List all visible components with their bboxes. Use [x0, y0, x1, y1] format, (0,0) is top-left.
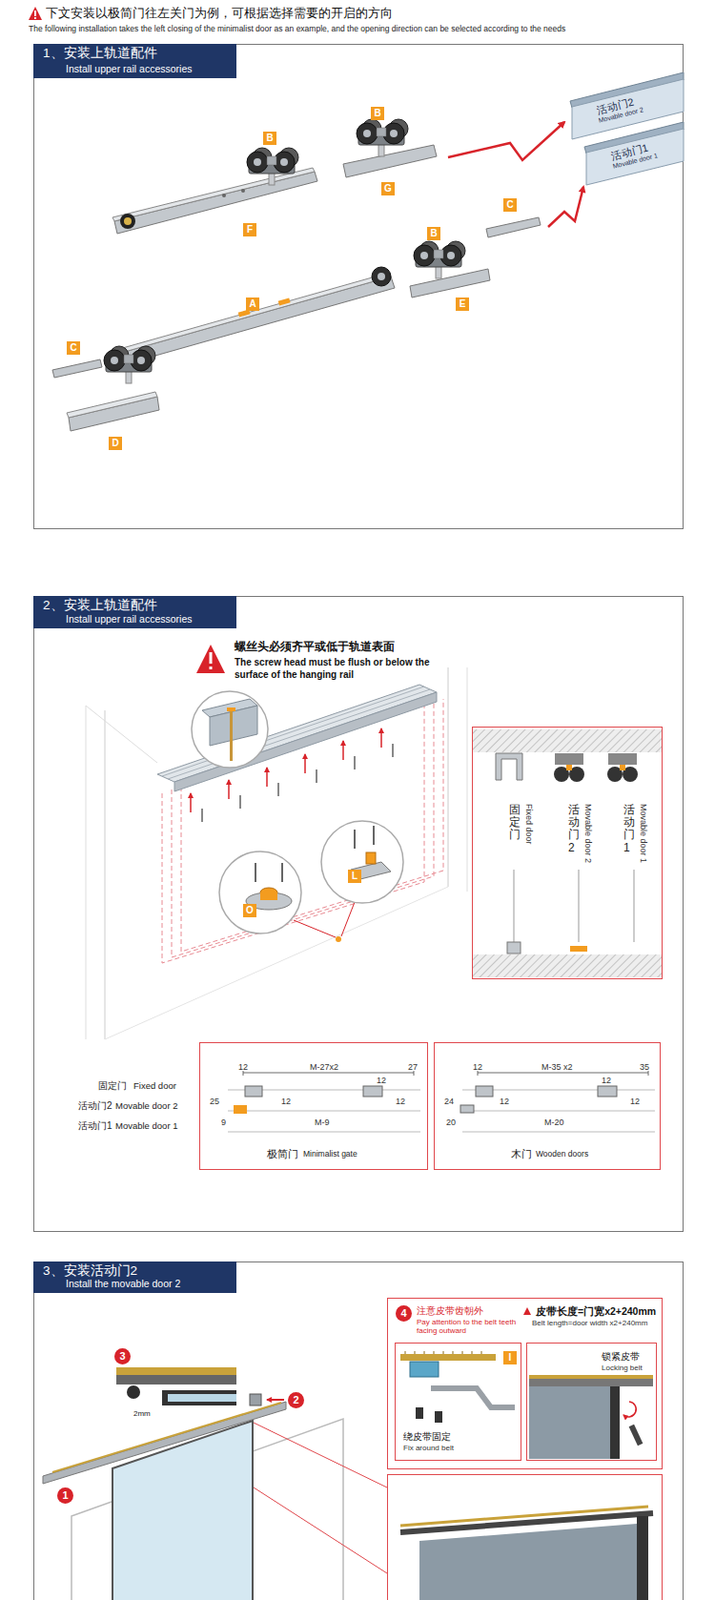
detail-box: 锁紧皮带Locking belt	[526, 1342, 657, 1461]
node-text: L	[347, 869, 362, 883]
row-label: Movable door 1	[115, 1121, 178, 1132]
node-text: 活动门2	[568, 803, 580, 855]
node-text: Movable door 2	[583, 803, 593, 863]
node-text: B	[263, 131, 277, 145]
part-letter: E	[455, 297, 470, 311]
section-header: 3、安装活动门2Install the movable door 2	[33, 1261, 237, 1293]
row-label: 活动门1	[78, 1120, 113, 1132]
node-text: F	[243, 223, 257, 237]
step-number: 4	[395, 1305, 412, 1322]
node-text: C	[66, 341, 81, 355]
node-text: 12	[238, 1062, 248, 1072]
node-text: E	[455, 297, 470, 311]
node-text: C	[503, 198, 517, 212]
node-text: Install the movable door 2	[65, 1277, 181, 1289]
part-letter: C	[66, 341, 81, 355]
node-text: A	[245, 297, 260, 311]
part-letter: B	[263, 131, 277, 145]
part-letter: A	[245, 297, 260, 311]
warning-text: 螺丝头必须齐平或低于轨道表面	[234, 640, 395, 654]
part-letter: F	[243, 223, 257, 237]
title-text: 下文安装以极简门往左关门为例，可根据选择需要的开启的方向	[45, 6, 393, 21]
node-text: 固定门	[509, 803, 521, 842]
node-text: 12	[601, 1075, 612, 1085]
node-text: O	[243, 903, 257, 918]
node-text: I	[503, 1350, 517, 1365]
node-text: 9	[221, 1117, 226, 1127]
node-text: 活动门1	[623, 803, 635, 855]
row-label: 固定门	[98, 1080, 127, 1092]
node-text: M-20	[544, 1117, 565, 1127]
dimension-box: 12 M-27x2 12 27 25 12 12 9 M-9 极简门 Minimalist gate	[199, 1041, 429, 1170]
node-text: 2	[287, 1391, 305, 1409]
node-text: M-9	[314, 1117, 330, 1127]
node-text: 注意皮带齿朝外	[416, 1305, 484, 1317]
node-text: Pay attention to the belt teeth facing o…	[416, 1317, 524, 1335]
warning-text: The screw head must be flush or below th…	[234, 655, 430, 681]
node-text: Movable door 1	[638, 803, 649, 863]
row-label: 活动门2	[78, 1100, 113, 1112]
node-text: D	[108, 436, 123, 450]
section-header: 2、安装上轨道配件Install upper rail accessories	[33, 595, 237, 629]
node-text: M-27x2	[309, 1062, 339, 1072]
node-text: Install upper rail accessories	[65, 612, 192, 625]
node-text: Locking belt	[601, 1363, 643, 1372]
node-text: Install upper rail accessories	[65, 62, 192, 75]
node-text: G	[381, 182, 395, 196]
node-text: 12	[499, 1096, 510, 1106]
section-header: 1、安装上轨道配件Install upper rail accessories	[33, 43, 237, 79]
node-text: 木门	[510, 1147, 532, 1161]
node-text: 3	[114, 1348, 131, 1365]
part-letter: L	[347, 869, 362, 883]
node-text: 20	[446, 1117, 456, 1127]
node-text: 25	[209, 1096, 220, 1106]
node-text: Fixed door	[524, 803, 534, 845]
node-text: 12	[472, 1062, 483, 1072]
row-label: Movable door 2	[115, 1101, 178, 1112]
part-letter: B	[370, 106, 385, 121]
detail-box: 绕皮带固定Fix around belt I	[394, 1342, 522, 1461]
node-text: B	[370, 106, 385, 121]
node-text: Minimalist gate	[303, 1149, 358, 1160]
row-label: Fixed door	[133, 1081, 177, 1092]
part-letter: I	[503, 1350, 517, 1365]
part-letter: O	[243, 903, 257, 918]
node-text: 锁紧皮带	[601, 1350, 640, 1363]
part-letter: D	[108, 436, 123, 450]
node-text: B	[427, 226, 441, 241]
node-text: 2、安装上轨道配件	[42, 597, 158, 613]
section-view-box: 固定门Fixed door 活动门2Movable door 2 活动门1Movab…	[471, 726, 663, 980]
node-text: 24	[444, 1096, 454, 1106]
step-number: 2	[287, 1391, 305, 1409]
node-text: M-35 x2	[541, 1062, 573, 1072]
part-letter: G	[381, 182, 395, 196]
node-text: 27	[408, 1062, 418, 1072]
node-text: 4	[395, 1305, 412, 1322]
node-text: 3、安装活动门2	[42, 1263, 138, 1279]
node-text: 12	[281, 1096, 291, 1106]
note-text: The following installation takes the lef…	[28, 24, 566, 35]
part-letter: C	[503, 198, 517, 212]
node-text: Fix around belt	[403, 1443, 454, 1452]
step-number: 1	[57, 1487, 74, 1504]
belt-detail-box: 注意皮带齿朝外Pay attention to the belt teeth f…	[387, 1297, 663, 1470]
node-text: 12	[630, 1096, 640, 1106]
node-text: Wooden doors	[535, 1149, 589, 1160]
node-text: 绕皮带固定	[403, 1430, 451, 1443]
step-number: 3	[114, 1348, 131, 1365]
node-text: 皮带长度=门宽x2+240mm	[535, 1305, 656, 1317]
node-text: 12	[395, 1096, 406, 1106]
dimension-box: 12 M-35 x2 12 35 24 12 12 20 M-20 木门Wooden doors	[433, 1041, 661, 1170]
dimension-label: 2mm	[133, 1409, 151, 1418]
part-letter: B	[427, 226, 441, 241]
node-text: 1、安装上轨道配件	[42, 45, 158, 62]
node-text: 12	[376, 1075, 387, 1085]
node-text: 极简门	[266, 1147, 299, 1161]
node-text: Belt length=door width x2+240mm	[531, 1318, 648, 1328]
node-text: 35	[639, 1062, 650, 1072]
node-text: 1	[57, 1487, 74, 1504]
